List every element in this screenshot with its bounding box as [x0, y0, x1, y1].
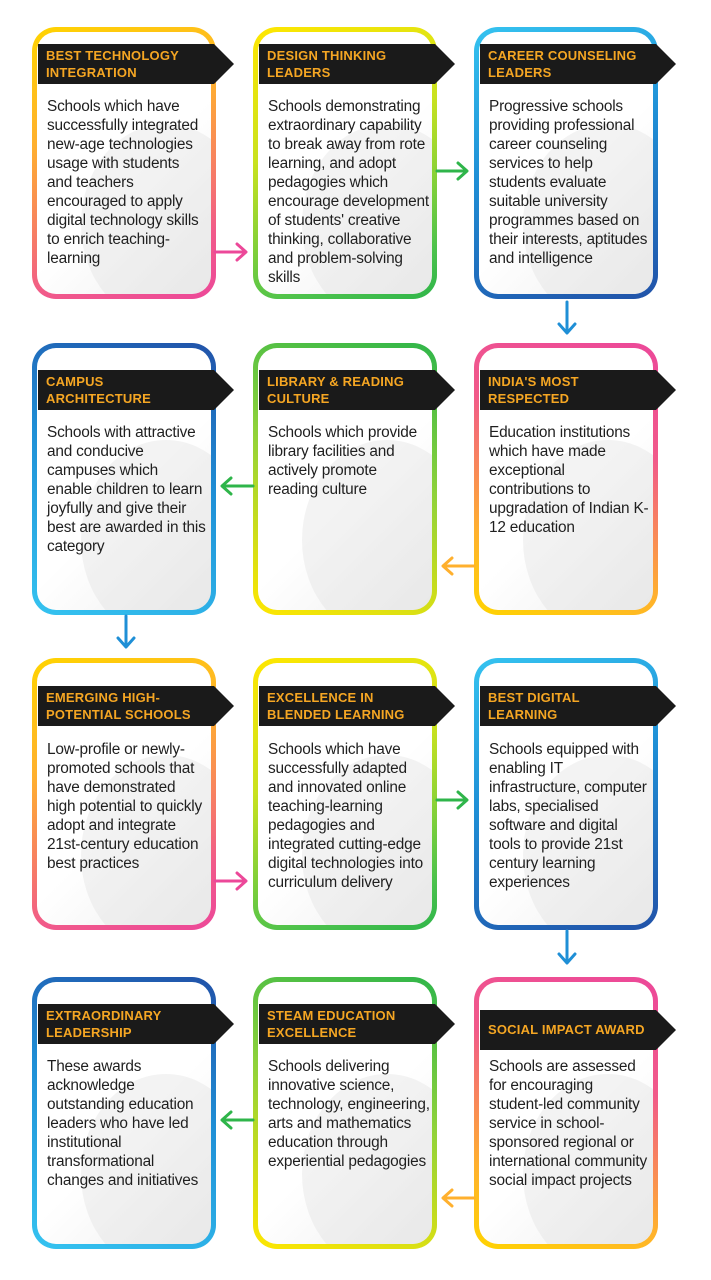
award-description: Schools which have successfully adapted …: [268, 741, 424, 891]
award-title-tag: DESIGN THINKING LEADERS: [259, 44, 455, 84]
title-line-1: BEST TECHNOLOGY: [46, 48, 180, 63]
title-line-2: LEADERS: [488, 65, 552, 80]
arrow-down-icon: [116, 614, 136, 649]
title-line-2: POTENTIAL SCHOOLS: [46, 707, 191, 722]
arrow-down-icon: [557, 929, 577, 965]
award-title-tag: EMERGING HIGH- POTENTIAL SCHOOLS: [38, 686, 234, 726]
title-line-2: LEADERS: [267, 65, 331, 80]
title-line-1: LIBRARY & READING: [267, 374, 405, 389]
award-description: Schools demonstrating extraordinary capa…: [268, 98, 429, 286]
arrow-right-icon: [213, 871, 248, 891]
award-description: Schools equipped with enabling IT infras…: [489, 741, 647, 891]
arrow-left-icon: [441, 1188, 476, 1208]
title-line-1: EXCELLENCE IN: [267, 690, 374, 705]
title-line-1: EMERGING HIGH-: [46, 690, 161, 705]
title-line-1: CAREER COUNSELING: [488, 48, 637, 63]
arrow-right-icon: [213, 242, 248, 262]
award-description: These awards acknowledge outstanding edu…: [47, 1058, 199, 1189]
award-title-tag: CAREER COUNSELING LEADERS: [480, 44, 676, 84]
award-description: Schools delivering innovative science, t…: [268, 1058, 430, 1170]
title-line-1: DESIGN THINKING: [267, 48, 387, 63]
award-title-tag: EXCELLENCE IN BLENDED LEARNING: [259, 686, 455, 726]
award-title-tag: BEST TECHNOLOGY INTEGRATION: [38, 44, 234, 84]
arrow-down-icon: [557, 300, 577, 335]
arrow-right-icon: [435, 790, 469, 810]
title-line-1: INDIA'S MOST RESPECTED: [488, 374, 579, 406]
title-line-1: BEST DIGITAL LEARNING: [488, 690, 580, 722]
award-title-tag: SOCIAL IMPACT AWARD: [480, 1010, 676, 1050]
title-line-2: INTEGRATION: [46, 65, 137, 80]
award-description: Education institutions which have made e…: [489, 424, 649, 536]
arrow-left-icon: [220, 1110, 255, 1130]
award-title-tag: STEAM EDUCATION EXCELLENCE: [259, 1004, 455, 1044]
award-description: Schools which provide library facilities…: [268, 424, 417, 498]
title-line-1: CAMPUS ARCHITECTURE: [46, 374, 151, 406]
award-title-tag: EXTRAORDINARY LEADERSHIP: [38, 1004, 234, 1044]
award-description: Schools which have successfully integrat…: [47, 98, 199, 267]
title-line-1: EXTRAORDINARY: [46, 1008, 162, 1023]
arrow-right-icon: [435, 161, 469, 181]
award-description: Schools are assessed for encouraging stu…: [489, 1058, 647, 1189]
title-line-2: EXCELLENCE: [267, 1025, 357, 1040]
title-line-1: SOCIAL IMPACT AWARD: [488, 1022, 645, 1037]
title-line-2: BLENDED LEARNING: [267, 707, 405, 722]
award-title-tag: LIBRARY & READING CULTURE: [259, 370, 455, 410]
arrow-left-icon: [441, 556, 476, 576]
title-line-1: STEAM EDUCATION: [267, 1008, 396, 1023]
arrow-left-icon: [220, 476, 255, 496]
award-description: Progressive schools providing profession…: [489, 98, 648, 267]
title-line-2: LEADERSHIP: [46, 1025, 132, 1040]
title-line-2: CULTURE: [267, 391, 330, 406]
award-description: Schools with attractive and conducive ca…: [47, 424, 206, 555]
award-description: Low-profile or newly-promoted schools th…: [47, 741, 202, 872]
